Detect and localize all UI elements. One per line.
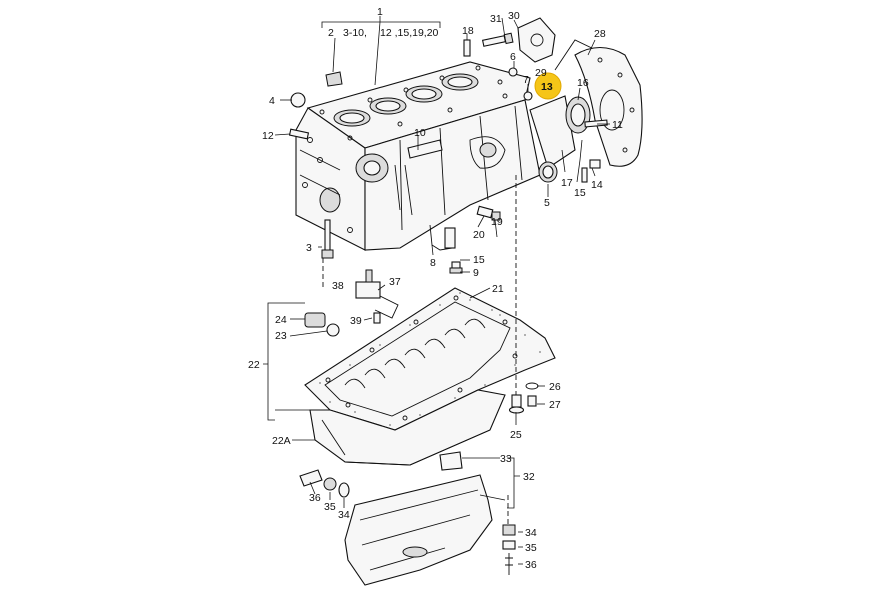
callout-38: 38 <box>332 280 344 292</box>
callout-37: 37 <box>389 276 401 288</box>
callout-34-left: 34 <box>338 509 350 521</box>
callout-23: 23 <box>275 330 287 342</box>
callout-5: 5 <box>544 197 550 209</box>
oil-pan-lower <box>309 389 506 466</box>
callout-33: 33 <box>500 453 512 465</box>
callout-15-mid: 15 <box>473 254 485 266</box>
callout-21: 21 <box>492 283 504 295</box>
callout-32: 32 <box>523 471 535 483</box>
callout-31: 31 <box>490 13 502 25</box>
callout-28: 28 <box>594 28 606 40</box>
callout-15-top: 15 <box>574 187 586 199</box>
callout-29: 29 <box>535 67 547 79</box>
callout-3: 3 <box>306 242 312 254</box>
callout-36-left: 36 <box>309 492 321 504</box>
callout-6: 6 <box>510 51 516 63</box>
underbody-shield <box>344 474 493 586</box>
callout-17: 17 <box>561 177 573 189</box>
intermediate-plate <box>574 46 643 167</box>
callout-24: 24 <box>275 314 287 326</box>
oil-pressure-switch-assembly <box>355 269 399 324</box>
callout-13-highlighted: 13 <box>541 81 553 93</box>
small-parts-left-bottom <box>299 469 350 498</box>
callout-3-10: 3-10, <box>343 27 367 39</box>
cover-plate <box>517 17 556 63</box>
callout-22: 22 <box>248 359 260 371</box>
callout-4: 4 <box>269 95 275 107</box>
callout-16: 16 <box>577 77 589 89</box>
callout-35-left: 35 <box>324 501 336 513</box>
callout-27: 27 <box>549 399 561 411</box>
callout-1: 1 <box>377 6 383 18</box>
callout-30: 30 <box>508 10 520 22</box>
small-parts-right-bottom <box>502 524 516 575</box>
callout-7: 7 <box>523 74 529 86</box>
oil-pan-baffles <box>344 318 486 389</box>
drain-plug-parts <box>508 382 539 414</box>
callout-labels: 1 2 3-10, 12 ,15,19,20 4 12 3 10 18 31 3… <box>248 6 623 571</box>
cover-plate-hole <box>530 33 544 47</box>
callout-14: 14 <box>591 179 603 191</box>
highlight-marker-13 <box>534 72 562 100</box>
callout-11: 11 <box>612 119 623 131</box>
callout-12: 12 <box>262 130 274 142</box>
callout-26: 26 <box>549 381 561 393</box>
callout-20: 20 <box>473 229 485 241</box>
callout-18: 18 <box>462 25 474 37</box>
rear-seal-flange <box>529 39 601 183</box>
leader-lines <box>263 16 610 565</box>
callout-22a: 22A <box>272 435 291 447</box>
callout-19: 19 <box>491 216 503 228</box>
callout-36-right: 36 <box>525 559 537 571</box>
callout-8: 8 <box>430 257 436 269</box>
callout-2: 2 <box>328 27 334 39</box>
small-parts-top <box>288 32 608 274</box>
cylinder-block <box>295 61 541 251</box>
callout-35-right: 35 <box>525 542 537 554</box>
callout-34-right: 34 <box>525 527 537 539</box>
callout-39: 39 <box>350 315 362 327</box>
bracket-33 <box>439 451 463 471</box>
callout-12-20: 12 ,15,19,20 <box>380 27 439 39</box>
oil-pan-gasket <box>304 287 556 431</box>
callout-9: 9 <box>473 267 479 279</box>
callout-10: 10 <box>414 127 426 139</box>
callout-25: 25 <box>510 429 522 441</box>
oil-seal-parts <box>304 312 340 337</box>
